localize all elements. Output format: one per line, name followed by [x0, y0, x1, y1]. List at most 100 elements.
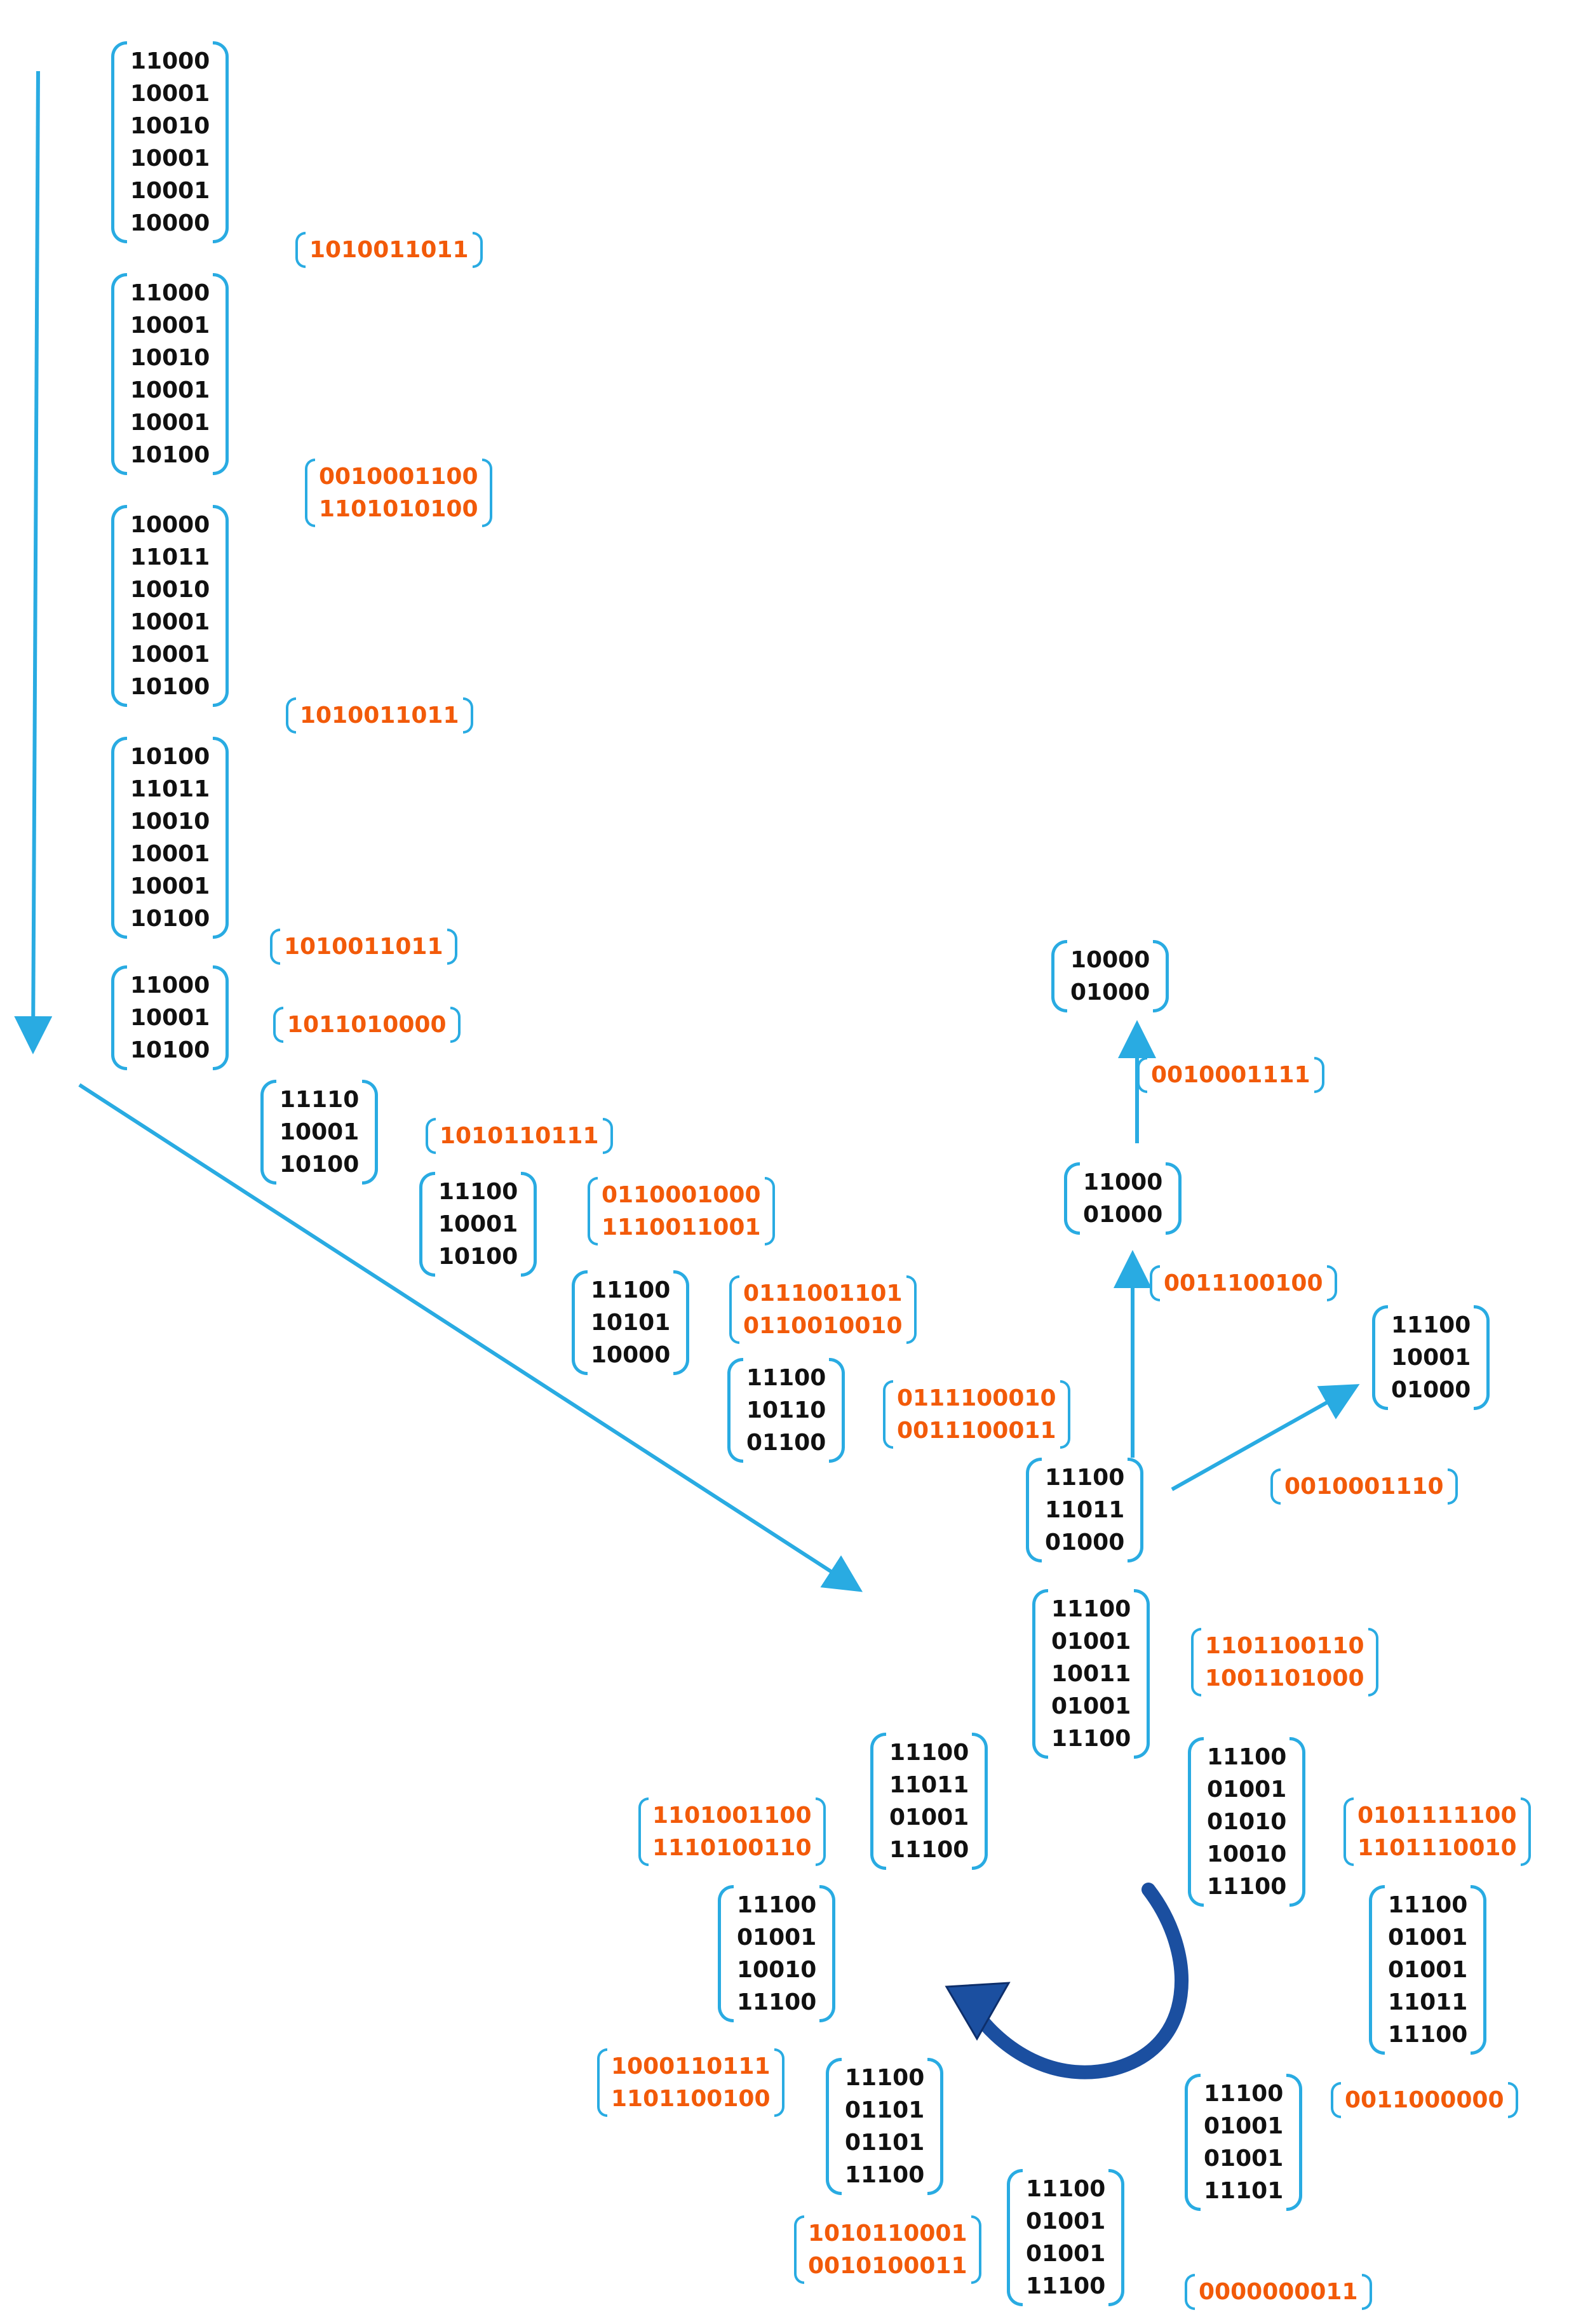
binary-matrix-row: 01101 [845, 2130, 925, 2156]
codeword-row: 0011100100 [1164, 1270, 1323, 1296]
binary-matrix-row: 11100 [889, 1740, 969, 1766]
codeword-row: 0010001111 [1151, 1062, 1310, 1088]
binary-matrix-row: 10110 [746, 1397, 826, 1423]
binary-matrix-row: 11100 [845, 2065, 925, 2091]
cycle-curved-arrow [965, 1883, 1189, 2079]
binary-matrix-row: 01001 [1204, 2146, 1284, 2172]
codeword-11: 0011100100 [1150, 1265, 1337, 1301]
binary-matrix-row: 11100 [1051, 1726, 1131, 1752]
binary-matrix-row: 11100 [737, 1989, 817, 2015]
codeword-row: 1110100110 [652, 1835, 812, 1861]
binary-matrix-row: 10001 [130, 377, 210, 403]
binary-matrix-row: 01001 [1388, 1924, 1468, 1951]
codeword-row: 0010001110 [1284, 1474, 1444, 1500]
binary-matrix-row: 01001 [1026, 2241, 1106, 2267]
codeword-row: 1011010000 [287, 1012, 447, 1038]
binary-matrix-row: 10010 [1207, 1841, 1287, 1867]
sequence-arrow-diagonal [78, 1083, 863, 1592]
binary-matrix-row: 11000 [130, 972, 210, 998]
binary-matrix-row: 10100 [279, 1152, 360, 1178]
codeword-row: 1010011011 [284, 934, 443, 960]
codeword-row: 1010110111 [440, 1123, 599, 1149]
codeword-row: 1010011011 [309, 237, 469, 263]
binary-matrix-row: 10101 [591, 1310, 671, 1336]
codeword-10: 0010001111 [1137, 1057, 1324, 1093]
codeword-14: 1101001100 1110100110 [638, 1797, 826, 1866]
binary-matrix-row: 01001 [889, 1804, 969, 1830]
binary-matrix-row: 11100 [438, 1179, 518, 1205]
binary-matrix-row: 11100 [1026, 2273, 1106, 2299]
binary-matrix-row: 11011 [1388, 1989, 1468, 2015]
binary-matrix-row: 10001 [130, 641, 210, 668]
codeword-row: 0011000000 [1345, 2087, 1504, 2113]
binary-matrix-row: 01000 [1391, 1377, 1471, 1403]
codeword-row: 1110011001 [602, 1214, 761, 1240]
binary-matrix-row: 10010 [130, 113, 210, 139]
codeword-row: 1101110010 [1357, 1835, 1517, 1861]
binary-matrix-row: 10000 [130, 210, 210, 236]
codeword-row: 0111100010 [897, 1385, 1056, 1411]
binary-matrix-row: 11100 [1388, 1892, 1468, 1918]
binary-matrix-row: 10001 [438, 1211, 518, 1237]
codeword-3: 1010011011 [286, 697, 473, 734]
binary-matrix-row: 01001 [1388, 1957, 1468, 1983]
binary-matrix-row: 10010 [130, 577, 210, 603]
binary-matrix-row: 11011 [1045, 1497, 1125, 1523]
binary-matrix-row: 11000 [130, 48, 210, 74]
codeword-6: 1010110111 [426, 1118, 613, 1154]
codeword-row: 1101001100 [652, 1803, 812, 1829]
binary-matrix-row: 10001 [130, 145, 210, 171]
binary-matrix-row: 10001 [279, 1119, 360, 1145]
binary-matrix-row: 11100 [1051, 1596, 1131, 1622]
branch-arrow-right [1171, 1384, 1360, 1491]
binary-matrix-row: 11101 [1204, 2178, 1284, 2204]
codeword-row: 1001101000 [1205, 1665, 1364, 1691]
codeword-row: 1010011011 [300, 702, 459, 729]
binary-matrix-row: 01001 [1051, 1693, 1131, 1719]
codeword-4: 1010011011 [270, 929, 457, 965]
binary-matrix-row: 01001 [1207, 1777, 1287, 1803]
binary-matrix-row: 01000 [1083, 1202, 1163, 1228]
binary-matrix-row: 11100 [1207, 1874, 1287, 1900]
codeword-row: 0011100011 [897, 1418, 1056, 1444]
binary-matrix-row: 10001 [130, 873, 210, 899]
binary-matrix-row: 01001 [1026, 2208, 1106, 2234]
binary-matrix-row: 10000 [130, 512, 210, 538]
binary-matrix-row: 11100 [1026, 2176, 1106, 2202]
binary-matrix-row: 01001 [737, 1924, 817, 1951]
binary-matrix-row: 11100 [1391, 1312, 1471, 1338]
codeword-row: 0110010010 [743, 1313, 903, 1339]
binary-matrix-row: 10010 [130, 345, 210, 371]
binary-matrix-row: 10001 [130, 178, 210, 204]
binary-matrix-row: 11011 [130, 776, 210, 802]
binary-matrix-row: 01010 [1207, 1809, 1287, 1835]
binary-matrix-row: 10000 [591, 1342, 671, 1368]
binary-matrix-row: 11011 [889, 1772, 969, 1798]
binary-matrix-row: 10001 [130, 312, 210, 339]
binary-matrix-row: 10001 [130, 81, 210, 107]
binary-matrix-row: 10100 [130, 744, 210, 770]
binary-matrix-row: 10010 [130, 809, 210, 835]
binary-matrix-row: 01000 [1045, 1529, 1125, 1555]
codeword-17: 0011000000 [1331, 2082, 1518, 2118]
binary-matrix-row: 01101 [845, 2097, 925, 2123]
binary-matrix-1: 11000 10001 10010 10001 10001 10000 [111, 41, 229, 243]
binary-matrix-row: 10100 [130, 442, 210, 468]
codeword-row: 1101010100 [319, 496, 478, 522]
codeword-row: 1101100100 [611, 2086, 771, 2112]
